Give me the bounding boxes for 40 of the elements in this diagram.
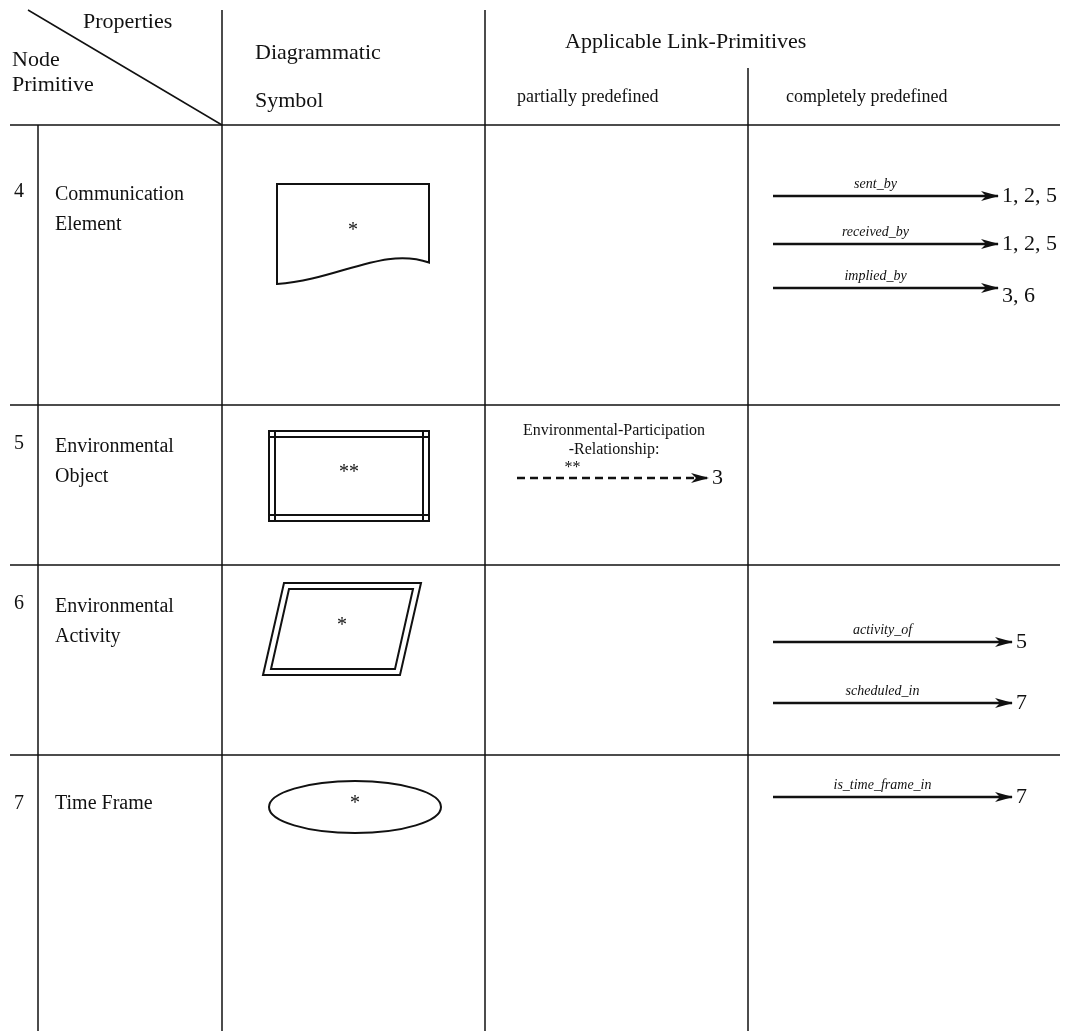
row-label: Communication Element <box>55 181 185 236</box>
ellipse-symbol: * <box>268 780 442 834</box>
arrow <box>773 283 999 293</box>
arrow <box>773 698 1013 708</box>
edge-label: is_time_frame_in <box>831 777 934 793</box>
target-number: 7 <box>1016 689 1036 716</box>
target-number: 5 <box>1016 628 1036 655</box>
arrow <box>517 473 709 483</box>
arrow <box>773 239 999 249</box>
edge-label: sent_by <box>852 176 899 192</box>
row-label: Time Frame <box>55 790 153 814</box>
column-header: Properties <box>83 8 173 35</box>
target-number: 7 <box>1016 783 1036 810</box>
row-label: Environmental Activity <box>55 593 175 649</box>
row-number: 5 <box>14 430 24 454</box>
column-header: partially predefined <box>517 86 659 108</box>
document-symbol: * <box>276 183 430 285</box>
target-number: 3, 6 <box>1002 282 1062 309</box>
arrow <box>773 191 999 201</box>
edge-label: activity_of <box>850 622 915 638</box>
column-header: Node Primitive <box>12 46 95 97</box>
arrow <box>773 792 1013 802</box>
edge-label: implied_by <box>842 268 909 284</box>
row-number: 7 <box>14 790 24 814</box>
target-number: 1, 2, 5 <box>1002 182 1078 209</box>
target-number: 3 <box>712 464 732 491</box>
target-number: 1, 2, 5 <box>1002 230 1078 257</box>
edge-label: received_by <box>839 224 912 240</box>
column-header: completely predefined <box>786 86 948 108</box>
edge-label: ** <box>563 458 582 476</box>
double-rectangle-symbol: ** <box>268 430 430 522</box>
row-number: 6 <box>14 590 24 614</box>
double-parallelogram-symbol: * <box>262 582 422 676</box>
column-header: Diagrammatic Symbol <box>255 38 382 115</box>
column-header: Applicable Link-Primitives <box>565 28 807 55</box>
edge-label: scheduled_in <box>843 683 922 699</box>
arrow <box>773 637 1013 647</box>
row-label: Environmental-Participation -Relationship: <box>521 420 707 459</box>
row-label: Environmental Object <box>55 433 175 489</box>
row-number: 4 <box>14 178 24 202</box>
